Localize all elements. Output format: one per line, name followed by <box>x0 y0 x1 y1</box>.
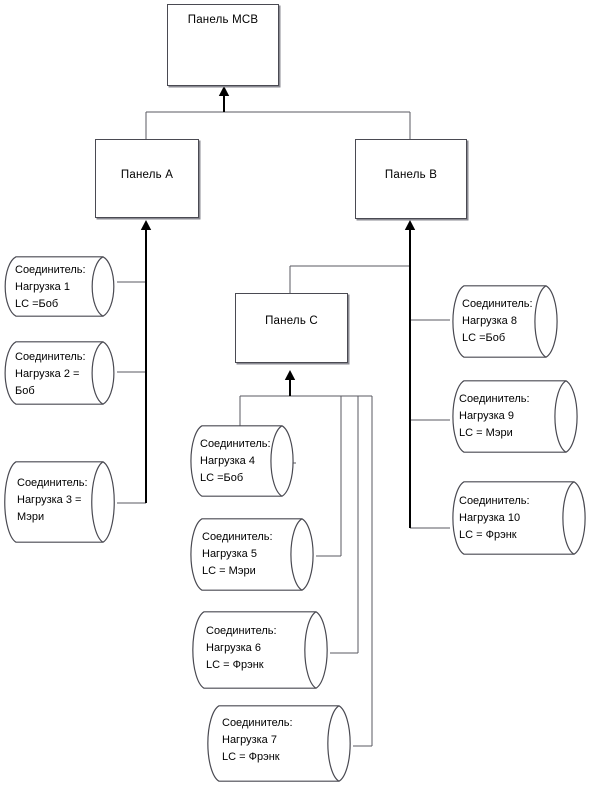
connector-load3[interactable]: Соединитель: Нагрузка 3 = Мэри <box>2 461 117 543</box>
connector-label-line: LC =Боб <box>15 298 59 310</box>
panel-panel-c[interactable]: Панель C <box>235 293 348 363</box>
connector-label: Соединитель: Нагрузка 5 LC = Мэри <box>202 529 273 580</box>
cylinder-shape <box>190 425 294 497</box>
connector-load5[interactable]: Соединитель: Нагрузка 5 LC = Мэри <box>188 518 316 591</box>
connector-load7[interactable]: Соединитель: Нагрузка 7 LC = Фрэнк <box>205 705 353 782</box>
arrowhead-group <box>140 86 416 380</box>
connector-label-line: Боб <box>15 385 35 397</box>
connector-label-line: Соединитель: <box>459 393 530 405</box>
bold-wire-group <box>144 92 412 528</box>
cylinder-shape <box>207 705 351 782</box>
connector-label-line: Соединитель: <box>462 298 533 310</box>
cylinder-body <box>4 461 115 543</box>
connector-label: Соединитель: Нагрузка 6 LC = Фрэнк <box>206 623 277 674</box>
connector-label-line: Нагрузка 6 <box>206 642 261 654</box>
connector-label-line: Соединитель: <box>222 717 293 729</box>
connector-label-line: Соединитель: <box>202 531 273 543</box>
connector-label-line: Нагрузка 1 <box>15 281 70 293</box>
cylinder-front-face <box>290 518 303 591</box>
connector-load4[interactable]: Соединитель: Нагрузка 4 LC =Боб <box>188 425 296 497</box>
cylinder-front-face <box>554 380 567 453</box>
cylinder-body <box>207 705 351 782</box>
arrow-to-panel-b <box>404 220 416 230</box>
connector-label-line: Нагрузка 5 <box>202 548 257 560</box>
connector-label-line: Нагрузка 2 = <box>15 368 80 380</box>
cylinder-front-face <box>534 285 547 358</box>
panel-panel-a[interactable]: Панель A <box>95 139 199 218</box>
connector-label-line: Соединитель: <box>206 625 277 637</box>
connector-label: Соединитель: Нагрузка 9 LC = Мэри <box>459 391 530 442</box>
connector-label-line: Нагрузка 8 <box>462 315 517 327</box>
connector-label: Соединитель: Нагрузка 10 LC = Фрэнк <box>459 493 530 544</box>
cylinder-front-face <box>91 341 104 405</box>
connector-label: Соединитель: Нагрузка 3 = Мэри <box>17 475 88 526</box>
connector-load8[interactable]: Соединитель: Нагрузка 8 LC =Боб <box>450 285 560 358</box>
cylinder-shape <box>4 256 115 317</box>
connector-load6[interactable]: Соединитель: Нагрузка 6 LC = Фрэнк <box>190 611 330 689</box>
cylinder-front-face <box>270 425 283 497</box>
connector-label: Соединитель: Нагрузка 1 LC =Боб <box>15 262 86 313</box>
connector-label-line: LC = Фрэнк <box>206 659 264 671</box>
arrow-to-mcb <box>218 86 230 96</box>
connector-label-line: Соединитель: <box>15 351 86 363</box>
panel-label: Панель A <box>120 169 174 181</box>
connector-label-line: Нагрузка 10 <box>459 512 521 524</box>
arrow-to-panel-c <box>284 370 296 380</box>
panel-panel-b[interactable]: Панель B <box>355 139 467 219</box>
cylinder-front-face <box>327 705 340 782</box>
cylinder-body <box>192 611 328 689</box>
connector-label-line: LC = Фрэнк <box>459 529 517 541</box>
connector-label: Соединитель: Нагрузка 2 = Боб <box>15 349 86 400</box>
connector-label-line: Соединитель: <box>200 438 271 450</box>
cylinder-front-face <box>304 611 317 689</box>
panel-label: Панель C <box>265 315 318 327</box>
connector-label-line: Нагрузка 7 <box>222 734 277 746</box>
connector-label-line: Соединитель: <box>459 495 530 507</box>
connector-label-line: Нагрузка 4 <box>200 455 255 467</box>
connector-label-line: Соединитель: <box>15 264 86 276</box>
connector-label-line: LC = Мэри <box>202 565 256 577</box>
connector-label-line: LC =Боб <box>200 472 244 484</box>
connector-load10[interactable]: Соединитель: Нагрузка 10 LC = Фрэнк <box>450 481 588 555</box>
cylinder-body <box>4 256 115 317</box>
connector-label-line: LC = Мэри <box>459 427 513 439</box>
connector-label: Соединитель: Нагрузка 4 LC =Боб <box>200 436 271 487</box>
connector-label-line: Нагрузка 3 = <box>17 494 82 506</box>
connector-label-line: LC =Боб <box>462 332 506 344</box>
connector-label-line: Соединитель: <box>17 477 88 489</box>
cylinder-body <box>190 425 294 497</box>
cylinder-shape <box>190 518 314 591</box>
cylinder-front-face <box>562 481 575 555</box>
cylinder-body <box>452 380 578 453</box>
arrow-to-panel-a <box>140 220 152 230</box>
cylinder-body <box>452 481 586 555</box>
cylinder-shape <box>192 611 328 689</box>
cylinder-body <box>190 518 314 591</box>
cylinder-shape <box>4 341 115 405</box>
connector-label: Соединитель: Нагрузка 8 LC =Боб <box>462 296 533 347</box>
cylinder-body <box>452 285 558 358</box>
panel-mcb[interactable]: Панель MCB <box>167 4 279 86</box>
connector-load2[interactable]: Соединитель: Нагрузка 2 = Боб <box>2 341 117 405</box>
cylinder-body <box>4 341 115 405</box>
connector-label-line: Нагрузка 9 <box>459 410 514 422</box>
cylinder-shape <box>4 461 115 543</box>
panel-label: Панель MCB <box>187 14 259 26</box>
cylinder-shape <box>452 285 558 358</box>
connector-load1[interactable]: Соединитель: Нагрузка 1 LC =Боб <box>2 256 117 317</box>
connector-load9[interactable]: Соединитель: Нагрузка 9 LC = Мэри <box>450 380 580 453</box>
cylinder-front-face <box>91 461 104 543</box>
cylinder-shape <box>452 481 586 555</box>
connector-label: Соединитель: Нагрузка 7 LC = Фрэнк <box>222 715 293 766</box>
cylinder-front-face <box>91 256 104 317</box>
panel-label: Панель B <box>384 169 438 181</box>
connector-label-line: Мэри <box>17 511 45 523</box>
connector-label-line: LC = Фрэнк <box>222 751 280 763</box>
cylinder-shape <box>452 380 578 453</box>
